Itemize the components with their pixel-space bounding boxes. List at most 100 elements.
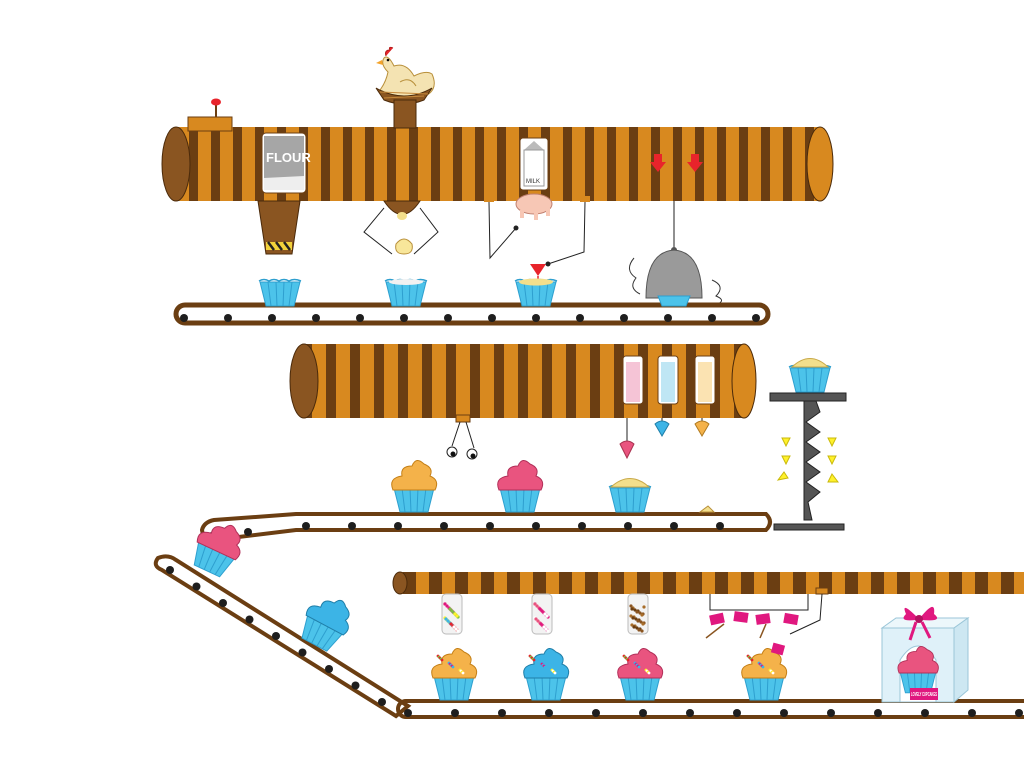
roller (620, 314, 628, 322)
cupcake-batter-elevator (788, 358, 832, 393)
cupcake-liner-flour (384, 278, 428, 307)
roller (545, 709, 553, 717)
roller (1015, 709, 1023, 717)
sprinkles-jar-icon (531, 593, 553, 635)
roller (351, 681, 360, 690)
cupcake-elevator (769, 392, 847, 531)
roller (686, 709, 694, 717)
flour-label: FLOUR (266, 150, 311, 165)
roller (592, 709, 600, 717)
flour-chute (257, 200, 301, 255)
cupcake-orange-frosting (391, 459, 438, 513)
roller (716, 522, 724, 530)
roller (312, 314, 320, 322)
roller (378, 698, 386, 706)
roller (664, 314, 672, 322)
roller (921, 709, 929, 717)
roller (404, 709, 412, 717)
frosting-window-pink (622, 355, 644, 405)
egg-dispenser (363, 200, 439, 255)
roller (752, 314, 760, 322)
roller (532, 522, 540, 530)
blue-nozzle-icon (654, 420, 670, 437)
roller (488, 314, 496, 322)
chicken-icon (376, 46, 435, 102)
roller (670, 522, 678, 530)
gift-box-icon: LOVELY CUPCAKES (880, 606, 970, 704)
cupcake-pink-frosting (497, 459, 544, 513)
belt-rollers (404, 709, 1023, 717)
roller (624, 522, 632, 530)
switch-box-icon (187, 98, 233, 132)
cupcake-liner-baking (657, 295, 691, 307)
roller (244, 528, 252, 536)
top-mixing-tube: FLOUR MILK (161, 98, 834, 202)
roller (578, 522, 586, 530)
roller (268, 314, 276, 322)
roller (302, 522, 310, 530)
roller (166, 566, 174, 574)
frosting-window-orange (694, 355, 716, 405)
roller (325, 665, 333, 673)
conveyor-belt-2 (199, 512, 772, 542)
belt-rollers (208, 522, 724, 540)
nest-icon (375, 87, 433, 129)
sprinkles-jar-icon (627, 593, 649, 635)
milk-label: MILK (526, 179, 540, 185)
cupcake-orange-sprinkles (431, 647, 478, 701)
red-down-arrow-icon (687, 154, 703, 172)
cupcake-liner-empty (258, 278, 302, 307)
roller (400, 314, 408, 322)
roller (245, 615, 254, 624)
cupcake-batter (608, 478, 652, 513)
oven-dome-icon (629, 201, 722, 305)
roller (444, 314, 452, 322)
roller (356, 314, 364, 322)
roller (486, 522, 494, 530)
pink-nozzle-icon (619, 440, 635, 460)
tag-flag-icon (705, 611, 799, 639)
cupcake-orange-tagged (741, 642, 788, 701)
red-down-arrow-icon (650, 154, 666, 172)
conveyor-belt-slope (153, 554, 412, 719)
roller (394, 522, 402, 530)
cupcake-blue-tilted (295, 588, 360, 656)
roller (219, 599, 227, 607)
roller (272, 632, 280, 640)
roller (733, 709, 741, 717)
flour-bag-icon: FLOUR (261, 132, 311, 194)
sprinkles-jar-icon (441, 593, 463, 635)
cupcake-liner-milk (514, 278, 558, 307)
roller (639, 709, 647, 717)
roller (708, 314, 716, 322)
roller (298, 648, 307, 657)
milk-carton-icon: MILK (519, 137, 549, 191)
yellow-arrow-icon (776, 437, 839, 483)
roller (532, 314, 540, 322)
crumb-icon (698, 505, 716, 513)
cupcake-blue-sprinkles (523, 647, 570, 701)
roller (348, 522, 356, 530)
roller (827, 709, 835, 717)
roller (968, 709, 976, 717)
roller (192, 582, 201, 591)
box-brand-label: LOVELY CUPCAKES (911, 692, 937, 698)
orange-nozzle-icon (694, 420, 710, 437)
frosting-tube (289, 343, 757, 460)
roller (224, 314, 232, 322)
roller (874, 709, 882, 717)
conveyor-belt-bottom (396, 699, 1024, 719)
roller (576, 314, 584, 322)
frosting-window-blue (657, 355, 679, 405)
conveyor-belt-1 (173, 302, 771, 326)
roller (180, 314, 188, 322)
roller (440, 522, 448, 530)
udder-icon (484, 193, 590, 284)
roller (451, 709, 459, 717)
belt-rollers (166, 566, 386, 706)
cupcake-pink-sprinkles (617, 647, 664, 701)
belt-rollers (180, 314, 760, 322)
sprinkles-tube (392, 571, 1024, 639)
roller (498, 709, 506, 717)
